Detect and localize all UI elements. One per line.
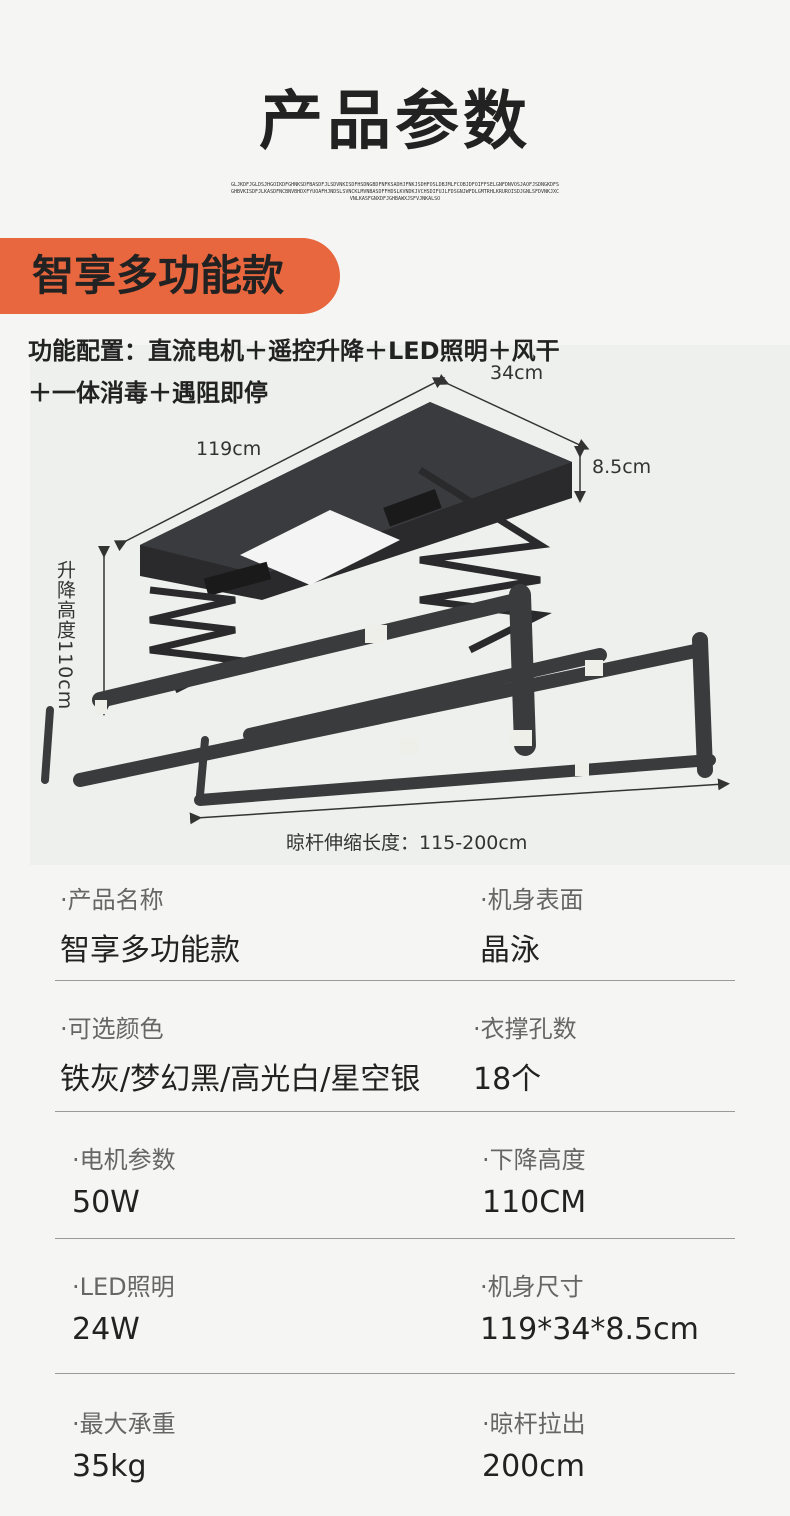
spec-value: 200cm (482, 1449, 585, 1484)
spec-label: ·电机参数 (72, 1146, 176, 1174)
model-banner: 智享多功能款 (0, 238, 340, 314)
feature-line-1: 功能配置：直流电机＋遥控升降＋LED照明＋风干 (28, 337, 560, 365)
spec-label: ·最大承重 (72, 1410, 176, 1438)
rod-extension-label: 晾杆伸缩长度：115-200cm (286, 832, 528, 854)
spec-row: ·电机参数 50W ·下降高度 110CM (55, 1112, 735, 1239)
spec-table: ·产品名称 智享多功能款 ·机身表面 晶泳 ·可选颜色 铁灰/梦幻黑/高光白/星… (55, 868, 735, 1514)
lift-height-label: 升降高度110cm (54, 560, 76, 711)
led-light-panel (240, 510, 400, 585)
spec-label: ·下降高度 (482, 1146, 586, 1174)
dim-height-label: 8.5cm (592, 456, 652, 478)
drying-rods (41, 584, 716, 806)
spec-label: ·产品名称 (60, 886, 164, 914)
spec-row: ·最大承重 35kg ·晾杆拉出 200cm (55, 1374, 735, 1514)
spec-row: ·产品名称 智享多功能款 ·机身表面 晶泳 (55, 868, 735, 981)
spec-row: ·LED照明 24W ·机身尺寸 119*34*8.5cm (55, 1239, 735, 1374)
spec-value: 110CM (482, 1185, 587, 1220)
spec-row: ·可选颜色 铁灰/梦幻黑/高光白/星空银 ·衣撑孔数 18个 (55, 981, 735, 1112)
banner-label: 智享多功能款 (32, 251, 285, 300)
spec-label: ·机身尺寸 (480, 1273, 584, 1301)
spec-label: ·LED照明 (72, 1273, 175, 1301)
rod-clips (95, 625, 603, 776)
spec-value: 35kg (72, 1449, 147, 1484)
spec-value: 119*34*8.5cm (480, 1312, 699, 1347)
spec-value: 18个 (473, 1062, 542, 1097)
dim-width-label: 34cm (490, 362, 544, 384)
decorative-subtitle-text: GLJKDFJGLDSJHGOIKDFGHNKSDFBASDFJLSDVNKIS… (230, 182, 560, 202)
spec-value: 智享多功能款 (60, 933, 240, 968)
dim-length-label: 119cm (196, 438, 262, 460)
spec-value: 铁灰/梦幻黑/高光白/星空银 (60, 1062, 421, 1097)
spec-label: ·可选颜色 (60, 1015, 164, 1043)
dimension-lines (98, 374, 730, 825)
page-title: 产品参数 (259, 85, 531, 159)
drying-rack-illustration (41, 374, 730, 825)
spec-label: ·晾杆拉出 (482, 1410, 586, 1438)
spec-value: 晶泳 (480, 933, 540, 968)
spec-label: ·衣撑孔数 (473, 1015, 577, 1043)
rack-housing (140, 402, 572, 600)
spec-label: ·机身表面 (480, 886, 584, 914)
spec-value: 50W (72, 1185, 140, 1220)
spec-value: 24W (72, 1312, 140, 1347)
